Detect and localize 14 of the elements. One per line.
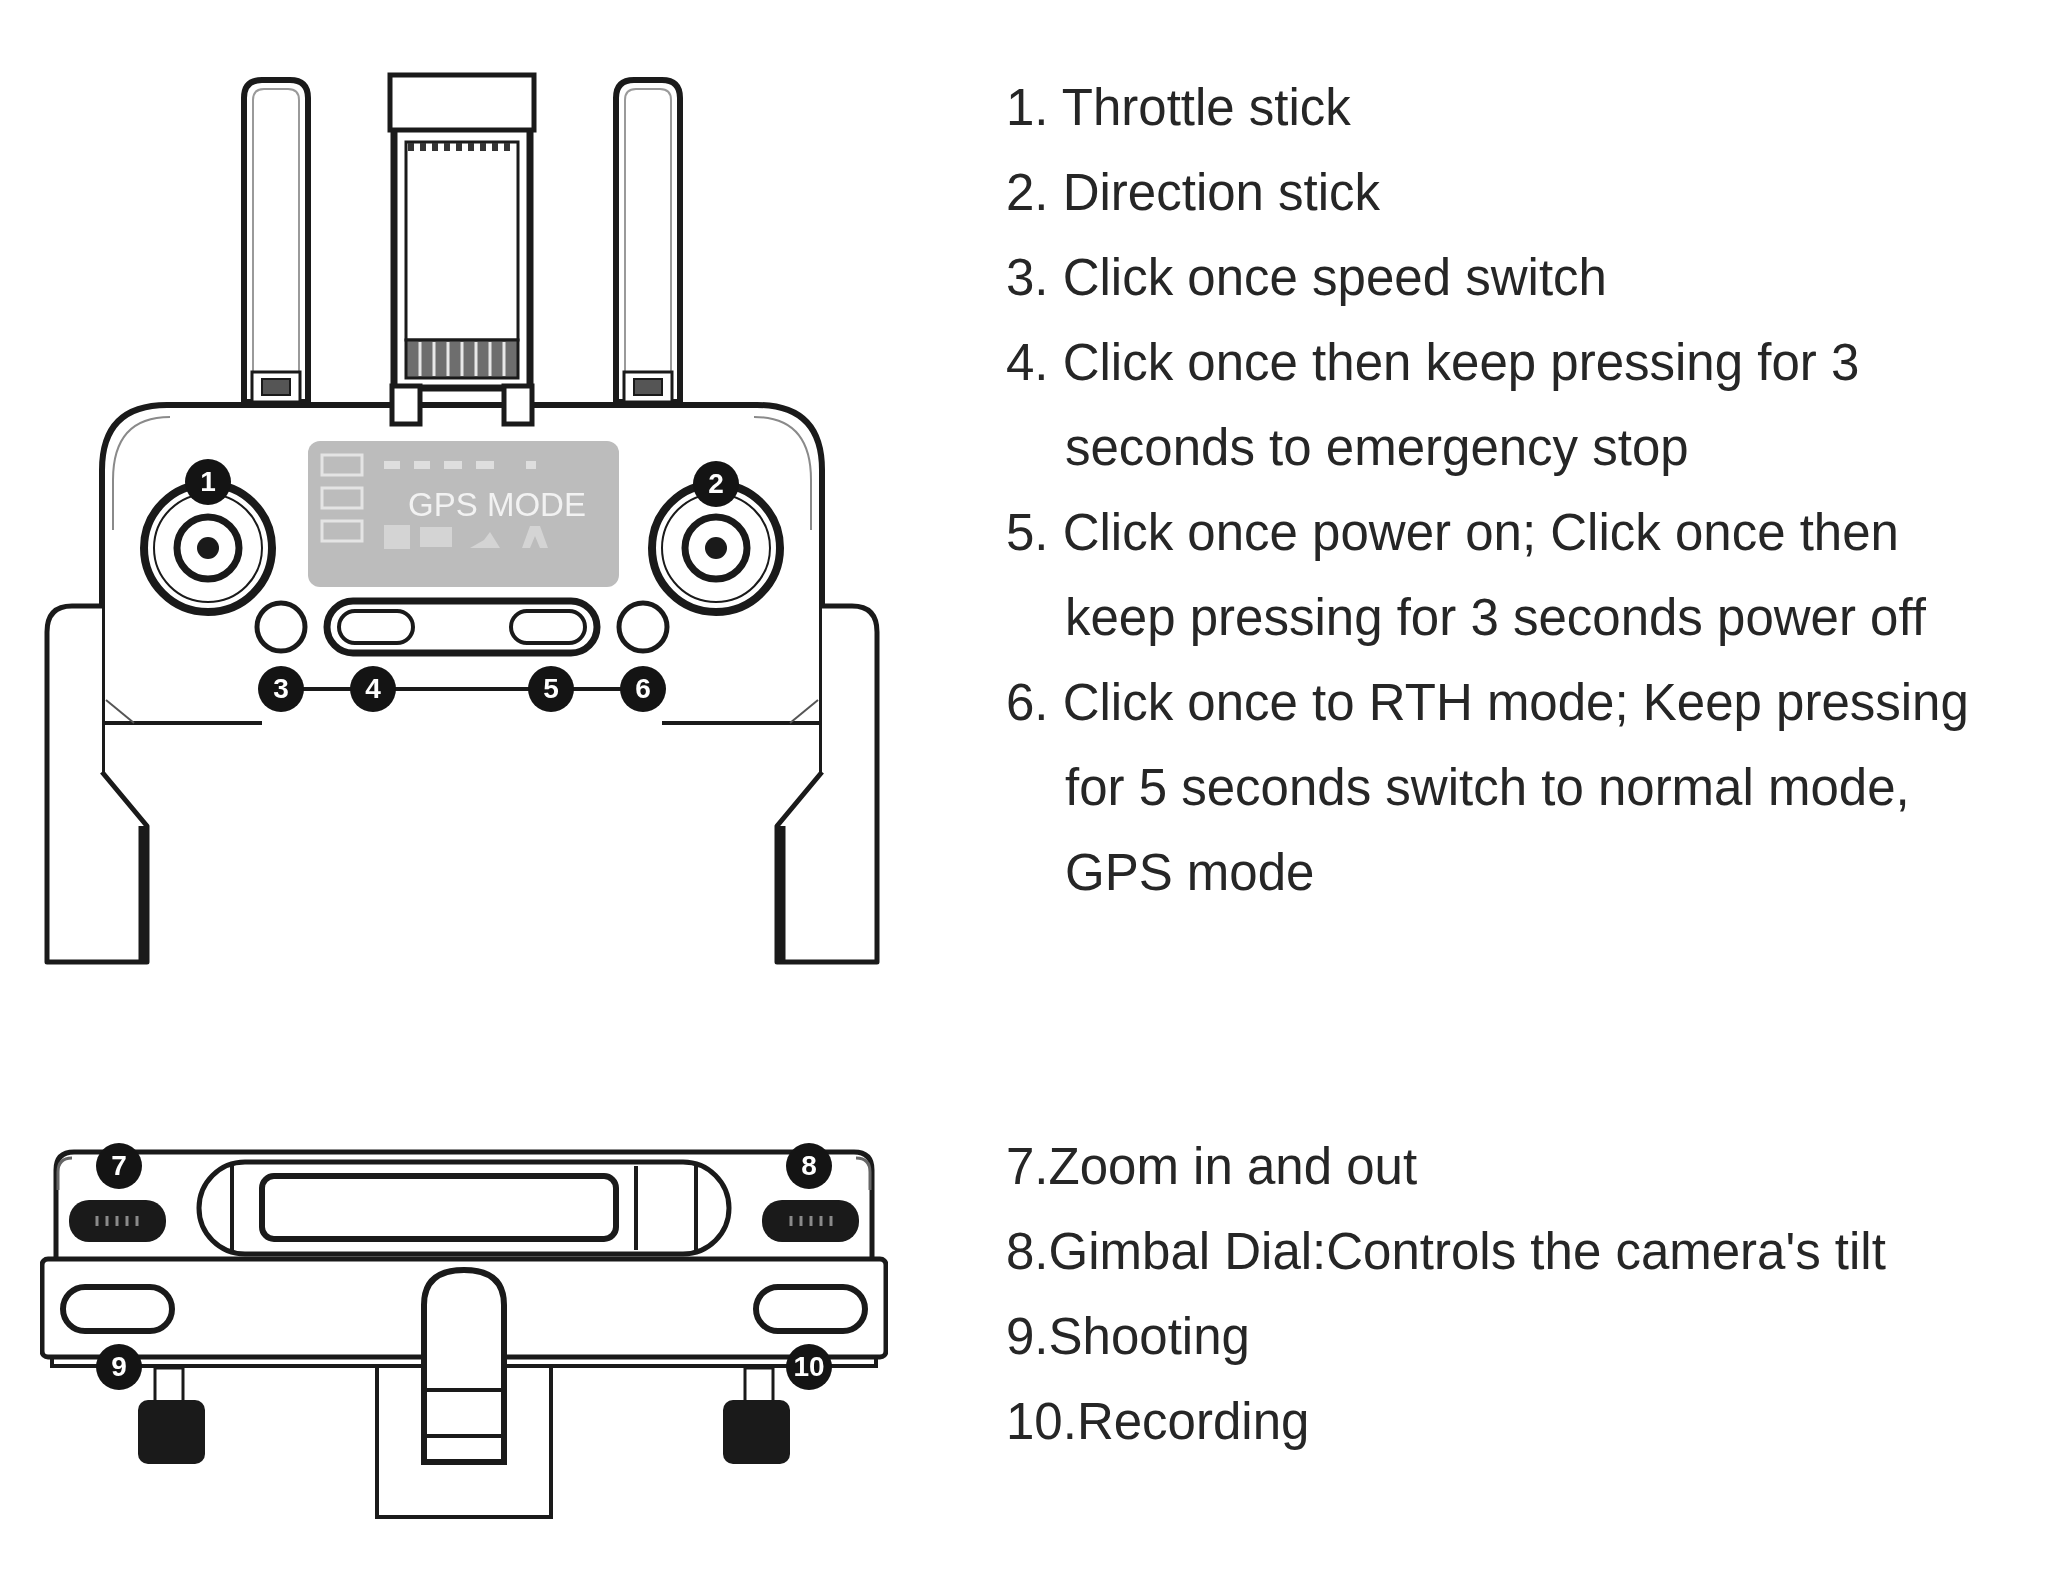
list-item: 7.Zoom in and out bbox=[1006, 1137, 1418, 1197]
callout-number: 7 bbox=[96, 1143, 142, 1189]
callout-number: 9 bbox=[96, 1344, 142, 1390]
list-item: 9.Shooting bbox=[1006, 1307, 1250, 1367]
list-item: 1. Throttle stick bbox=[1006, 78, 1351, 138]
list-item: 2. Direction stick bbox=[1006, 163, 1381, 223]
list-item: 6. Click once to RTH mode; Keep pressing for 5 seconds switch to normal mode, GPS mode bbox=[1006, 673, 1970, 903]
list-item: 3. Click once speed switch bbox=[1006, 248, 1607, 308]
list-item: 5. Click once power on; Click once then keep pressing for 3 seconds power off bbox=[1006, 503, 1927, 648]
callout-number: 8 bbox=[786, 1143, 832, 1189]
list-item: 4. Click once then keep pressing for 3 seconds to emergency stop bbox=[1006, 333, 1861, 478]
callout-number: 10 bbox=[786, 1344, 832, 1390]
list-item: 10.Recording bbox=[1006, 1392, 1310, 1452]
list-item: 8.Gimbal Dial:Controls the camera's tilt bbox=[1006, 1222, 1886, 1282]
